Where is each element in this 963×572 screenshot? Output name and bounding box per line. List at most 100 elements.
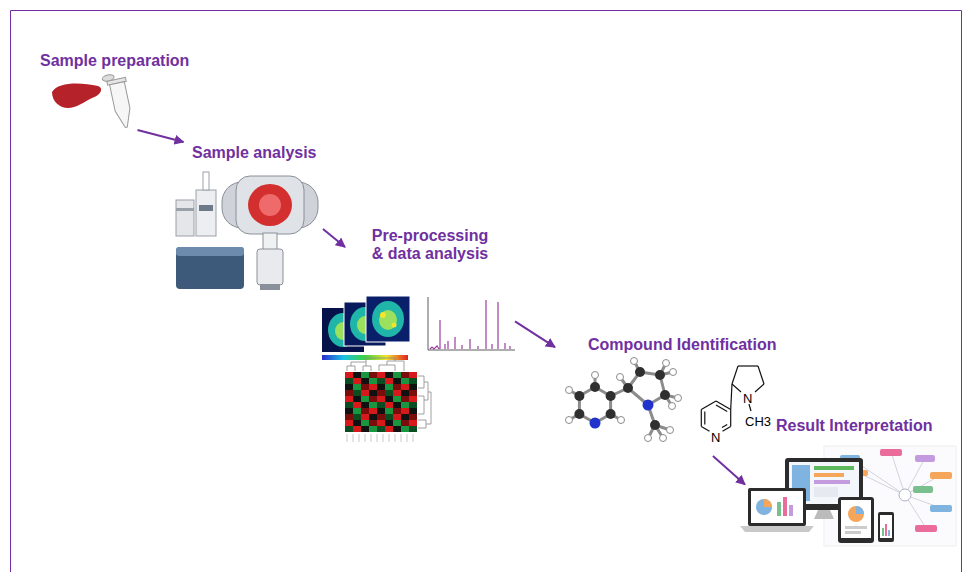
ball-stick-molecule-part [574,367,670,430]
tube-icon [102,72,136,131]
stage-group: Result Interpretation [745,416,955,556]
skeletal-formula-part [701,410,702,427]
atom-label: N [743,389,752,407]
atom-symbol: N [711,430,720,445]
stage-heading: Compound Identification [588,336,776,354]
nmr-magnet-part [260,284,280,290]
skeletal-formula-part [758,366,764,384]
skeletal-formula-part [701,401,716,410]
ball-stick-molecule-part [569,361,678,438]
brain-scan-images-part [366,296,410,342]
ball-stick-molecule-part-part [566,417,573,424]
device-screens-part [764,499,772,507]
mass-spectrometer-part [236,176,304,234]
atom-label: CH3 [745,412,771,430]
mass-spectrometer [222,176,318,234]
heatmap-part [347,358,404,371]
mind-map-part [913,486,933,493]
device-screens-part [814,466,854,470]
ball-stick-molecule-part-part [663,360,670,367]
brain-scan-images-part [379,310,397,330]
skeletal-formula-part [732,384,741,392]
stage-heading: Sample analysis [192,144,317,162]
device-screens-part [748,488,806,526]
ball-stick-molecule-part-part [623,383,633,393]
skeletal-formula-part [722,425,727,428]
nmr-magnet-part [263,233,277,250]
device-screens-part [841,500,871,538]
ball-stick-molecule-part-part [606,409,616,419]
ball-stick-molecule-part-part [606,391,616,401]
ball-stick-molecule-part-part [574,409,584,419]
flow-arrow [515,321,555,347]
ball-stick-molecule-part-part [590,382,600,392]
device-screens-part [814,473,844,477]
mind-map-part [915,455,935,462]
mind-map-part [930,505,952,512]
tube-icon-part [110,82,134,129]
skeletal-formula-part [732,366,738,384]
device-screens-part [756,499,772,515]
ball-stick-molecule-part-part [660,390,670,400]
lc-system [176,172,216,236]
frame-border [11,11,962,572]
ball-stick-molecule-part-part [635,367,645,377]
stage-group: Sample preparation [36,48,211,130]
skeletal-formula-part [731,384,732,410]
stage-group: Pre-processing & data analysis [345,226,515,448]
lc-system-part [196,190,216,236]
atom-symbol: N [743,391,752,406]
device-screens-part [751,491,803,523]
ball-stick-molecule-part-part [631,358,638,365]
device-screens-part [885,524,887,536]
device-screens-part [880,515,892,538]
liver-icon [52,84,101,108]
ball-stick-molecule-part-part [574,391,584,401]
atom-symbol: CH3 [745,414,771,429]
ball-stick-molecule-part-part [660,435,667,442]
spectrum-chart-part [428,297,515,350]
mind-map-part-part [891,452,905,495]
stage-group: Sample analysis [168,142,323,292]
heatmap-part [418,376,431,428]
brain-scan-images-part [380,312,386,318]
spectrum-chart-part [430,300,510,349]
device-screens-part [789,505,793,516]
ball-stick-molecule-part [643,400,654,411]
nmr-magnet [257,233,283,290]
ball-stick-molecule-part-part [618,417,625,424]
spectrum-chart [428,297,515,350]
ball-stick-molecule-part [566,358,682,442]
ball-stick-molecule-part-part [667,427,674,434]
stage-heading: Pre-processing & data analysis [366,227,494,263]
ball-stick-molecule-part-part [669,403,676,410]
liver-icon-part [52,84,101,108]
mind-map-part [930,472,952,479]
mind-map-part [899,489,911,501]
skeletal-formula-part [701,427,709,432]
device-screens-part [777,502,781,516]
ball-stick-molecule-part [590,418,601,429]
flow-arrow [713,456,745,485]
stage-group: Compound Identification [555,335,795,456]
mass-spectrometer-part [248,184,292,226]
skeletal-formula-part [704,412,705,425]
skeletal-formula-part [738,365,758,366]
stage-heading: Sample preparation [40,52,189,70]
mind-map-part-part [859,473,905,495]
ball-stick-molecule-part-part [650,420,660,430]
lc-system-part [203,172,209,190]
heatmap-part [347,434,413,442]
ball-stick-molecule-part-part [645,435,652,442]
ball-stick-molecule-part-part [655,370,665,380]
device-screens-part [838,497,874,543]
heatmap [345,358,431,442]
brain-scan-images-part [372,301,404,337]
device-screens-part [845,531,861,534]
nmr-magnet-part [257,249,283,285]
atom-label: N [711,428,720,446]
ball-stick-molecule-part-part [592,372,599,379]
flow-arrow [323,229,345,247]
connector-group [138,130,746,485]
mind-map-part [880,449,902,456]
